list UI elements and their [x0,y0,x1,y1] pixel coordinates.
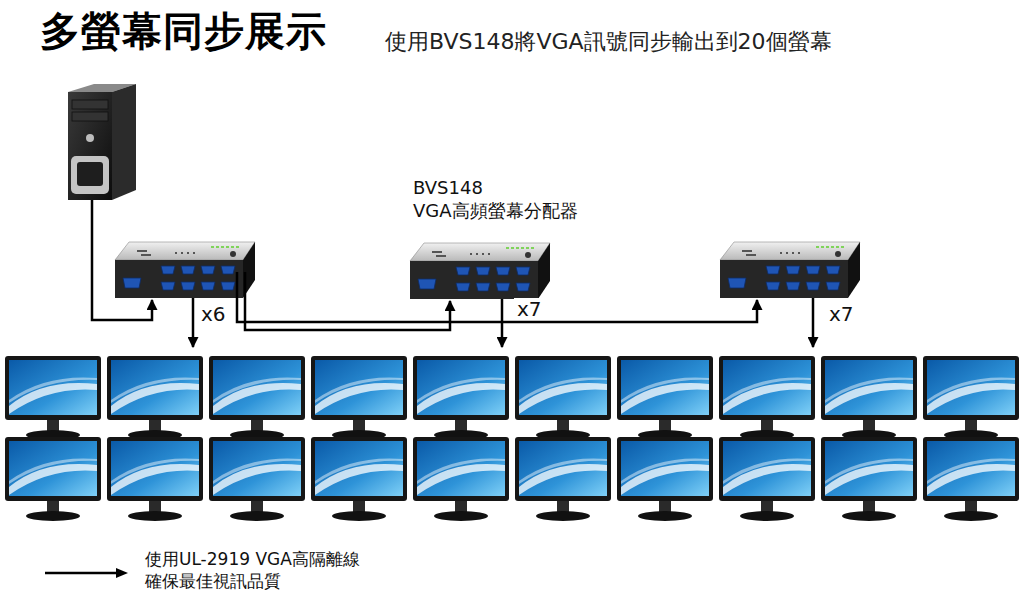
quantity-label: x6 [198,303,229,325]
legend-text: 使用UL-2919 VGA高隔離線 確保最佳視訊品質 [145,548,385,593]
monitor [5,356,1019,521]
quantity-label: x7 [514,298,545,320]
splitter-device: BVS148VGA高頻螢幕分配器 [413,176,582,225]
legend-line [44,565,134,581]
splitter-device [115,242,860,299]
device-description: VGA高頻螢幕分配器 [413,199,582,222]
device-model: BVS148 [413,176,582,199]
subtitle: 使用BVS148將VGA訊號同步輸出到20個螢幕 [385,27,832,57]
quantity-label: x7 [826,303,857,325]
diagram-title: 多螢幕同步展示 [40,4,327,59]
computer-tower [68,84,136,200]
vga-cable [92,200,813,347]
